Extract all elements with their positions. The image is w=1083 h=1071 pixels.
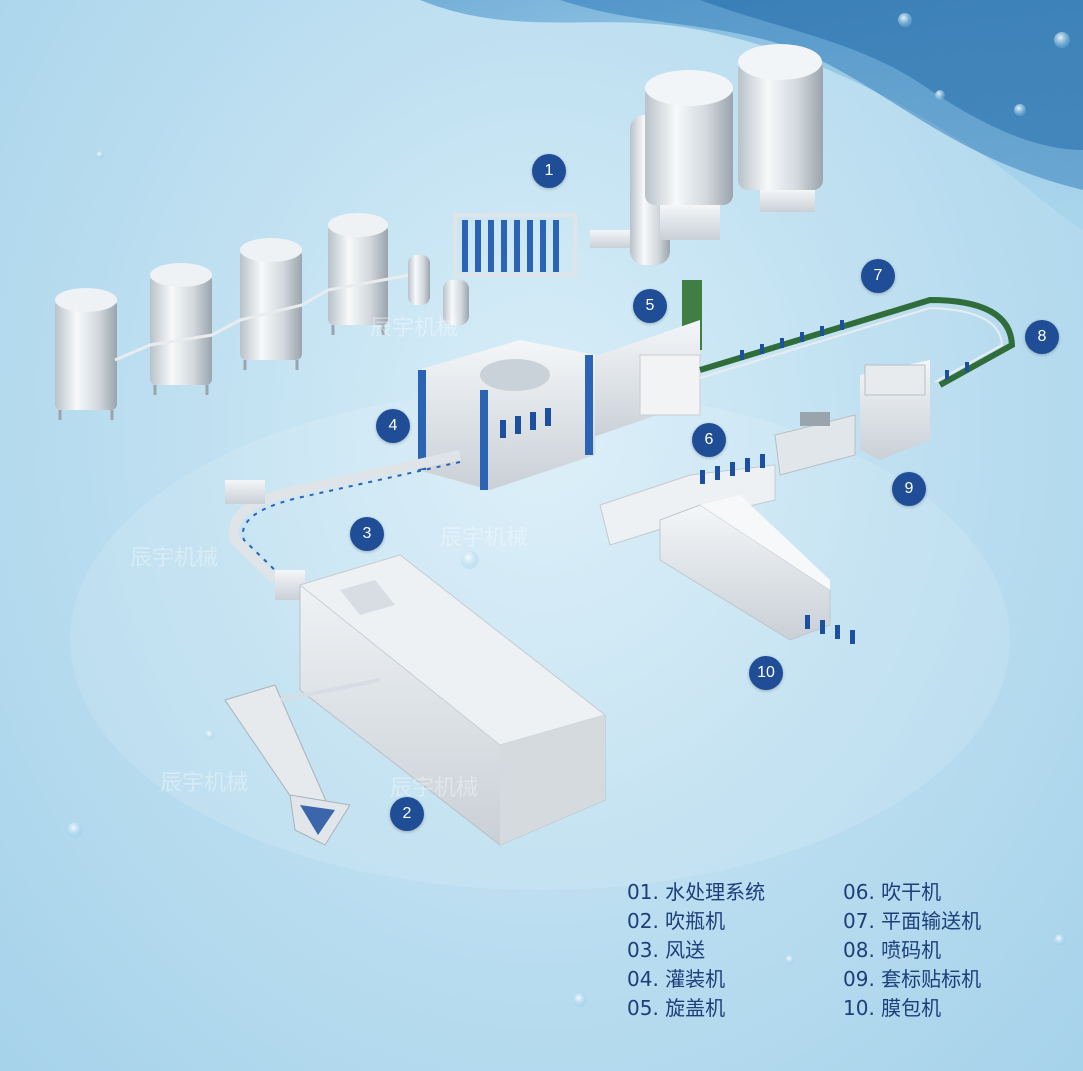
badge-9: 9 — [892, 472, 926, 506]
raw-water-tanks — [630, 44, 823, 265]
capper-machine — [585, 280, 702, 440]
badge-4: 4 — [376, 409, 410, 443]
legend-item: 05. 旋盖机 — [627, 996, 726, 1020]
legend-item: 04. 灌装机 — [627, 967, 726, 991]
preform-elevator — [224, 678, 381, 846]
watermark: 辰宇机械 — [440, 526, 529, 551]
badge-8: 8 — [1025, 320, 1059, 354]
legend-column-right: 06. 吹干机 07. 平面输送机 08. 喷码机 09. 套标贴标机 10. … — [843, 878, 981, 1023]
badge-6: 6 — [692, 423, 726, 457]
legend-item: 08. 喷码机 — [843, 938, 942, 962]
water-wave — [420, 0, 1083, 230]
flat-conveyor — [699, 296, 1016, 388]
air-conveyor — [225, 450, 462, 600]
badge-10: 10 — [749, 656, 783, 690]
watermark: 辰宇机械 — [160, 771, 249, 796]
filling-machine — [418, 340, 595, 490]
watermark: 辰宇机械 — [130, 546, 219, 571]
watermark: 辰宇机械 — [390, 776, 479, 801]
legend-item: 10. 膜包机 — [843, 996, 942, 1020]
water-droplets — [67, 13, 1070, 1007]
sleeve-labeling-machine — [774, 360, 930, 476]
badge-1: 1 — [532, 154, 566, 188]
badge-5: 5 — [633, 289, 667, 323]
legend-item: 02. 吹瓶机 — [627, 909, 726, 933]
badge-3: 3 — [350, 517, 384, 551]
legend-item: 03. 风送 — [627, 938, 706, 962]
storage-tanks — [55, 213, 411, 420]
legend-column-left: 01. 水处理系统 02. 吹瓶机 03. 风送 04. 灌装机 05. 旋盖机 — [627, 878, 765, 1023]
legend-item: 07. 平面输送机 — [843, 909, 982, 933]
water-treatment-unit — [408, 213, 630, 325]
legend-item: 01. 水处理系统 — [627, 880, 766, 904]
badge-2: 2 — [390, 797, 424, 831]
badge-7: 7 — [861, 259, 895, 293]
dryer-and-shrink-wrapper — [599, 454, 855, 644]
legend-item: 06. 吹干机 — [843, 880, 942, 904]
blow-molding-machine — [298, 554, 607, 846]
watermark: 辰宇机械 — [370, 316, 459, 341]
legend-item: 09. 套标贴标机 — [843, 967, 982, 991]
